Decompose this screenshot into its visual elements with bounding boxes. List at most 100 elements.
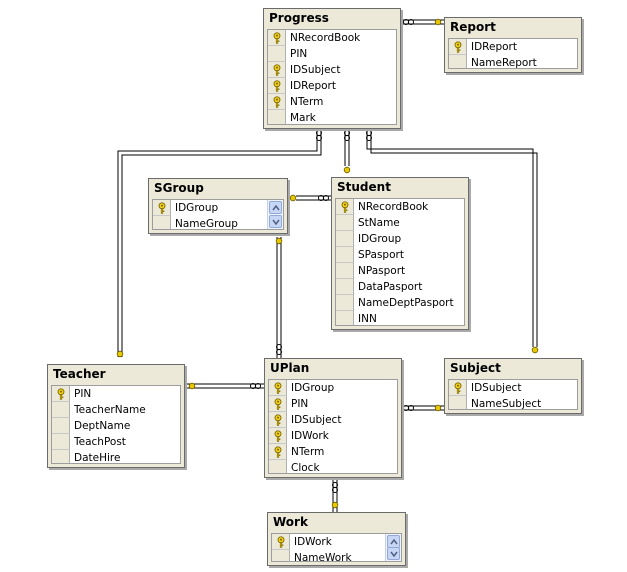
scroll-up-icon[interactable] xyxy=(387,535,400,548)
field-row[interactable]: IDSubject xyxy=(449,380,577,396)
row-selector xyxy=(52,418,70,434)
field-name: DeptName xyxy=(74,420,131,432)
field-row[interactable]: NameWork xyxy=(272,550,401,562)
table-title-work: Work xyxy=(273,515,308,529)
field-row[interactable]: StName xyxy=(336,215,464,231)
field-row[interactable]: IDGroup xyxy=(336,231,464,247)
field-row[interactable]: IDWork xyxy=(272,534,401,550)
field-name: Mark xyxy=(290,112,316,124)
field-name: DataPasport xyxy=(358,281,423,293)
field-row[interactable]: TeachPost xyxy=(52,434,180,450)
field-row[interactable]: IDGroup xyxy=(269,380,397,396)
scroll-up-icon[interactable] xyxy=(269,201,282,214)
row-selector xyxy=(336,311,354,325)
field-row[interactable]: NPasport xyxy=(336,263,464,279)
field-name: NameSubject xyxy=(471,398,542,410)
primary-key-icon xyxy=(272,534,290,550)
row-selector xyxy=(52,434,70,450)
field-row[interactable]: PIN xyxy=(269,396,397,412)
primary-key-icon xyxy=(52,386,70,402)
field-row[interactable]: IDSubject xyxy=(268,62,396,78)
field-row[interactable]: SPasport xyxy=(336,247,464,263)
primary-key-icon xyxy=(336,199,354,215)
field-name: StName xyxy=(358,217,400,229)
one-end-key-markers xyxy=(116,18,539,509)
field-name: TeachPost xyxy=(74,436,126,448)
primary-key-icon xyxy=(269,396,287,412)
field-name: IDGroup xyxy=(175,202,219,214)
field-row[interactable]: DataPasport xyxy=(336,279,464,295)
field-row[interactable]: DeptName xyxy=(52,418,180,434)
field-row[interactable]: NameReport xyxy=(449,55,577,69)
field-row[interactable]: IDReport xyxy=(268,78,396,94)
field-name: NRecordBook xyxy=(358,201,429,213)
field-row[interactable]: Clock xyxy=(269,460,397,473)
primary-key-icon xyxy=(449,39,467,55)
row-selector xyxy=(449,396,467,409)
field-name: NameReport xyxy=(471,57,537,69)
field-row[interactable]: IDWork xyxy=(269,428,397,444)
field-row[interactable]: IDReport xyxy=(449,39,577,55)
row-selector xyxy=(153,216,171,229)
field-name: PIN xyxy=(290,48,308,60)
field-row[interactable]: NRecordBook xyxy=(336,199,464,215)
table-title-report: Report xyxy=(450,20,496,34)
vertical-scrollbar[interactable] xyxy=(385,534,401,561)
scroll-down-icon[interactable] xyxy=(269,215,282,228)
field-row[interactable]: NTerm xyxy=(268,94,396,110)
field-row[interactable]: TeacherName xyxy=(52,402,180,418)
row-selector xyxy=(268,46,286,62)
row-selector xyxy=(336,215,354,231)
primary-key-icon xyxy=(269,444,287,460)
primary-key-icon xyxy=(269,412,287,428)
field-row[interactable]: PIN xyxy=(52,386,180,402)
field-row[interactable]: IDGroup xyxy=(153,200,283,216)
primary-key-icon xyxy=(268,62,286,78)
field-row[interactable]: IDSubject xyxy=(269,412,397,428)
field-row[interactable]: NameSubject xyxy=(449,396,577,410)
field-name: IDSubject xyxy=(291,414,342,426)
field-name: NRecordBook xyxy=(290,32,361,44)
field-name: NameWork xyxy=(294,552,352,562)
row-selector xyxy=(269,460,287,473)
field-row[interactable]: NameDeptPasport xyxy=(336,295,464,311)
table-title-sgroup: SGroup xyxy=(154,181,204,195)
scroll-down-icon[interactable] xyxy=(387,547,400,560)
field-name: IDSubject xyxy=(290,64,341,76)
row-selector xyxy=(268,110,286,124)
many-end-markers xyxy=(250,19,414,493)
primary-key-icon xyxy=(269,428,287,444)
field-row[interactable]: NRecordBook xyxy=(268,30,396,46)
table-title-progress: Progress xyxy=(269,11,329,25)
field-row[interactable]: NameGroup xyxy=(153,216,283,230)
table-title-teacher: Teacher xyxy=(53,367,106,381)
field-name: NameGroup xyxy=(175,218,238,230)
field-row[interactable]: PIN xyxy=(268,46,396,62)
field-row[interactable]: Mark xyxy=(268,110,396,124)
field-name: SPasport xyxy=(358,249,404,261)
field-name: PIN xyxy=(74,388,92,400)
row-selector xyxy=(336,247,354,263)
field-name: IDWork xyxy=(294,536,332,548)
primary-key-icon xyxy=(449,380,467,396)
row-selector xyxy=(336,295,354,311)
primary-key-icon xyxy=(268,94,286,110)
field-row[interactable]: NTerm xyxy=(269,444,397,460)
row-selector xyxy=(272,550,290,561)
field-row[interactable]: DateHire xyxy=(52,450,180,463)
vertical-scrollbar[interactable] xyxy=(267,200,283,229)
row-selector xyxy=(336,231,354,247)
field-row[interactable]: INN xyxy=(336,311,464,325)
